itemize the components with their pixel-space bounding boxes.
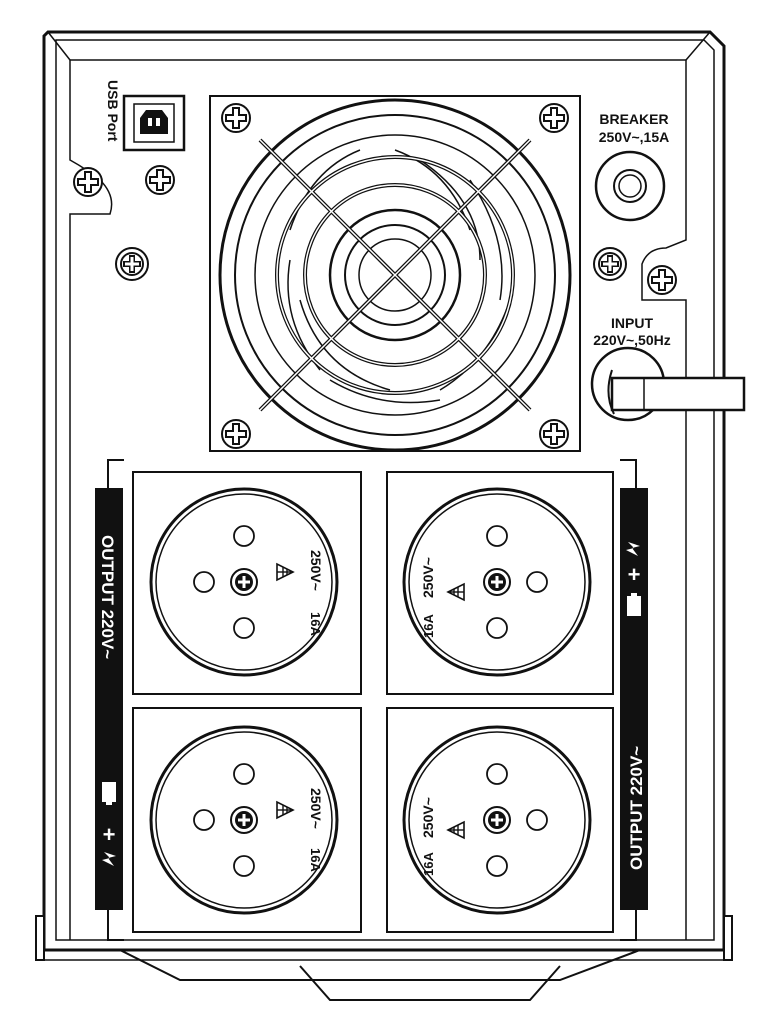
cooling-fan	[209, 95, 581, 452]
battery-icon	[102, 782, 116, 805]
screw-icon	[115, 247, 149, 281]
socket-current-label: 16A	[308, 848, 323, 872]
output-label-left: OUTPUT 220V~	[98, 535, 117, 659]
plus-icon: +	[628, 562, 641, 587]
output-label-right: OUTPUT 220V~	[627, 746, 646, 870]
screw-icon	[221, 103, 251, 133]
usb-b-port-icon	[140, 110, 168, 134]
screw-icon	[145, 165, 175, 195]
socket-top-right[interactable]: 16A 250V~	[386, 471, 614, 695]
power-input[interactable]: INPUT 220V~,50Hz	[590, 315, 746, 422]
screw-icon	[221, 419, 251, 449]
socket-bottom-right[interactable]: 16A 250V~	[386, 707, 614, 933]
socket-bottom-left[interactable]: 16A 250V~	[132, 707, 362, 933]
socket-top-left[interactable]: 16A 250V~	[132, 471, 362, 695]
socket-voltage-label: 250V~	[308, 788, 324, 829]
screw-icon	[539, 419, 569, 449]
usb-port[interactable]: USB Port	[105, 80, 186, 152]
socket-current-label: 16A	[421, 614, 436, 638]
breaker-label-line1: BREAKER	[599, 111, 668, 127]
lightning-icon	[102, 852, 116, 866]
input-label-line1: INPUT	[611, 315, 653, 331]
socket-current-label: 16A	[308, 612, 323, 636]
socket-current-label: 16A	[421, 852, 436, 876]
battery-icon	[627, 593, 641, 616]
socket-voltage-label: 250V~	[420, 797, 436, 838]
plus-icon: +	[103, 822, 116, 847]
screw-icon	[73, 167, 103, 197]
breaker-label-line2: 250V~,15A	[599, 129, 669, 145]
output-band-right: OUTPUT 220V~ +	[620, 488, 648, 910]
usb-port-label: USB Port	[105, 80, 121, 142]
screw-icon	[647, 265, 677, 295]
input-label-line2: 220V~,50Hz	[593, 332, 670, 348]
breaker[interactable]: BREAKER 250V~,15A	[594, 111, 669, 222]
output-band-left: OUTPUT 220V~ +	[95, 488, 123, 910]
socket-voltage-label: 250V~	[308, 550, 324, 591]
socket-voltage-label: 250V~	[420, 557, 436, 598]
lightning-icon	[626, 542, 640, 556]
screw-icon	[593, 247, 627, 281]
screw-icon	[539, 103, 569, 133]
